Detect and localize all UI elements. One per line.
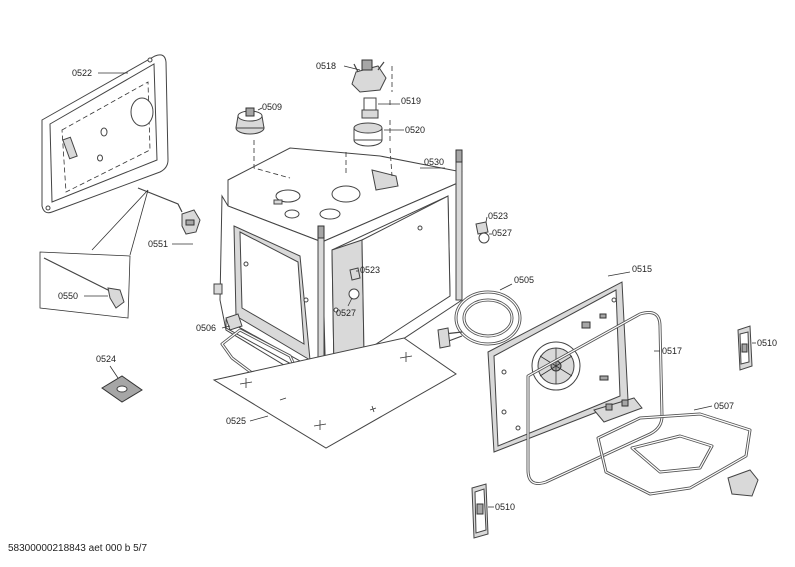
label-0523-inner: 0523: [360, 265, 380, 275]
label-0551: 0551: [148, 239, 168, 249]
label-0522: 0522: [72, 68, 92, 78]
label-0517: 0517: [662, 346, 682, 356]
label-0519: 0519: [401, 96, 421, 106]
footer-doc-id: 58300000218843 aet 000 b 5/7: [8, 543, 148, 554]
label-0525: 0525: [226, 416, 246, 426]
part-0510-bracket-bottom[interactable]: [471, 483, 489, 539]
part-0527-lamp-upper[interactable]: [478, 232, 490, 244]
label-0505: 0505: [514, 275, 534, 285]
part-0515-fan-panel[interactable]: [487, 281, 629, 453]
label-0523-upper: 0523: [488, 211, 508, 221]
label-0527-upper: 0527: [492, 228, 512, 238]
part-0518-motor[interactable]: [351, 59, 387, 93]
oven-cavity[interactable]: [213, 147, 463, 391]
part-0509-fitting[interactable]: [235, 107, 265, 135]
part-0510-bracket-right[interactable]: [737, 325, 753, 371]
part-0527-lamp-inner[interactable]: [348, 288, 360, 300]
label-0520: 0520: [405, 125, 425, 135]
part-0550-rod[interactable]: [43, 257, 125, 309]
part-0517-frame[interactable]: [526, 311, 664, 485]
label-0550: 0550: [58, 291, 78, 301]
label-0527-inner: 0527: [336, 308, 356, 318]
part-0523-lamp-cover-inner[interactable]: [349, 267, 361, 281]
label-0530: 0530: [424, 157, 444, 167]
label-0524: 0524: [96, 354, 116, 364]
label-0515: 0515: [632, 264, 652, 274]
part-0524-pad[interactable]: [101, 375, 143, 403]
label-0507: 0507: [714, 401, 734, 411]
part-0520-bearing[interactable]: [353, 122, 383, 147]
label-0506: 0506: [196, 323, 216, 333]
part-0519-shaft[interactable]: [361, 97, 379, 119]
label-0510-right: 0510: [757, 338, 777, 348]
part-0551-bracket[interactable]: [137, 187, 201, 235]
part-0505-ring-heater[interactable]: [437, 290, 522, 349]
label-0509: 0509: [262, 102, 282, 112]
label-0518: 0518: [316, 61, 336, 71]
part-0525-bottom-plate[interactable]: [212, 337, 457, 449]
part-0507-grill-heater[interactable]: [593, 397, 759, 497]
part-0523-lamp-cover-upper[interactable]: [475, 221, 489, 235]
label-0510-bottom: 0510: [495, 502, 515, 512]
part-0522-rear-panel[interactable]: [41, 54, 169, 214]
